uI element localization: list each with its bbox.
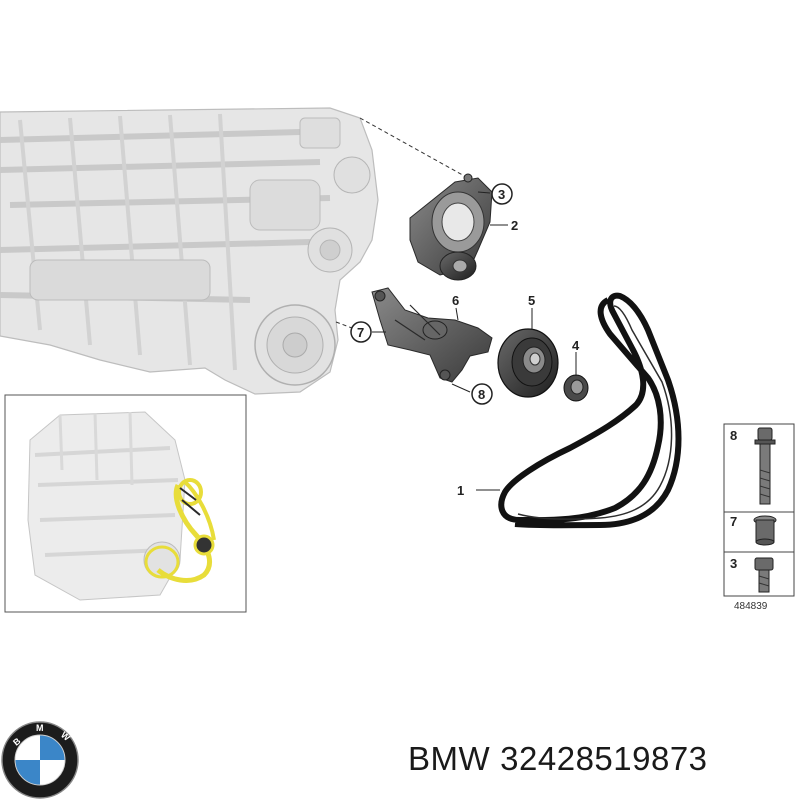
callout-4-label: 4 — [572, 338, 580, 353]
callout-6-label: 6 — [452, 293, 459, 308]
alignment-lines — [335, 117, 469, 329]
hardware-item-8-label: 8 — [730, 428, 737, 443]
sleeve-icon — [753, 515, 777, 546]
hardware-item-3-label: 3 — [730, 556, 737, 571]
part-number: 32428519873 — [500, 740, 708, 777]
callout-8-circle — [471, 383, 493, 405]
diagram-reference-number: 484839 — [734, 601, 768, 612]
short-bolt-icon — [754, 557, 774, 593]
callout-7-label: 7 — [357, 325, 364, 340]
callout-5-label: 5 — [528, 293, 535, 308]
bmw-logo-icon: B M W — [1, 721, 79, 799]
callout-3-circle — [491, 183, 513, 205]
callouts: 1 2 3 4 5 6 7 8 — [350, 183, 580, 498]
callout-1-label: 1 — [457, 483, 464, 498]
highlighted-belt-area — [144, 478, 216, 583]
tensioner-assembly — [409, 173, 493, 281]
belt-bracket — [371, 287, 493, 383]
leader-lines — [372, 191, 577, 491]
brand-name: BMW — [408, 740, 491, 777]
callout-3-label: 3 — [498, 187, 505, 202]
callout-2-label: 2 — [511, 218, 518, 233]
pulley-cap — [563, 374, 589, 402]
logo-letter-b: B — [11, 735, 23, 747]
callout-8-label: 8 — [478, 387, 485, 402]
callout-7-circle — [350, 321, 372, 343]
long-bolt-icon — [754, 427, 776, 505]
overview-inset — [4, 394, 247, 613]
logo-letter-m: M — [36, 723, 44, 733]
drive-belt — [498, 292, 682, 529]
idler-pulley — [497, 328, 559, 398]
hardware-panel: 8 7 3 484839 — [723, 423, 795, 612]
engine-block — [0, 107, 379, 395]
hardware-item-7-label: 7 — [730, 514, 737, 529]
